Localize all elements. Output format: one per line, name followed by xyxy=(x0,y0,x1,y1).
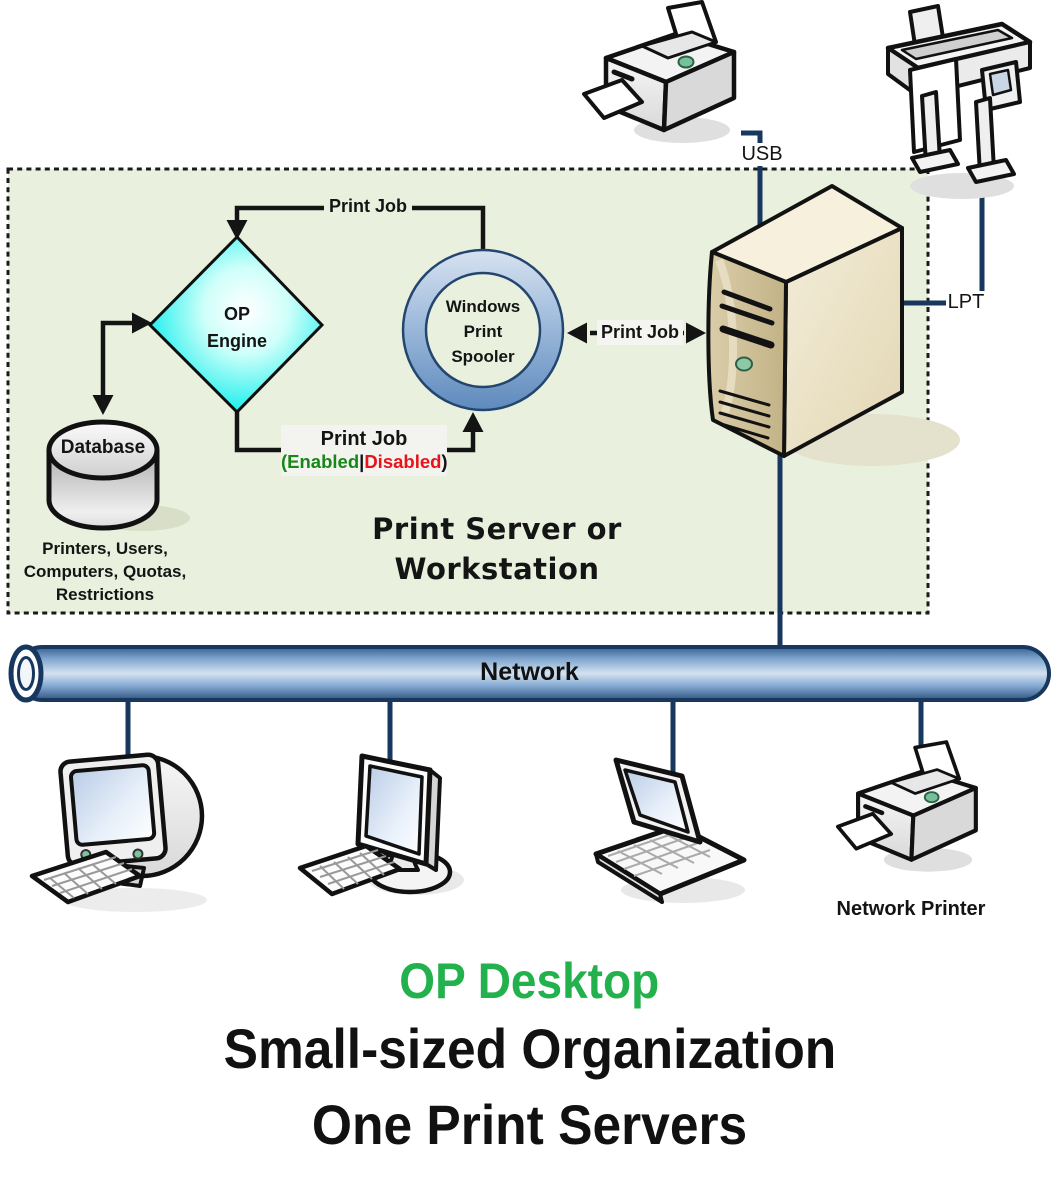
print-job-db-label: Print Job xyxy=(320,428,408,450)
caption-server-count-text: One Print Servers xyxy=(311,1093,748,1156)
network-pipe xyxy=(8,644,1051,703)
flow-arrowheads xyxy=(92,220,706,432)
spooler-ring-icon xyxy=(401,248,565,412)
database-contents-label: Printers, Users, Computers, Quotas, Rest… xyxy=(10,537,200,606)
caption-product: OP Desktop xyxy=(0,952,1059,1010)
desktop-lcd-icon xyxy=(297,753,464,897)
usb-port-label: USB xyxy=(740,143,784,166)
spooler-label: Windows Print Spooler xyxy=(433,294,533,369)
laptop-icon xyxy=(593,757,747,904)
network-label: Network xyxy=(480,658,579,686)
spooler-line2: Print xyxy=(463,322,503,341)
caption-product-text: OP Desktop xyxy=(399,953,660,1009)
network-printer-label: Network Printer xyxy=(836,898,986,920)
lpt-plotter-icon xyxy=(885,4,1033,199)
usb-cable xyxy=(741,130,763,232)
caption-org-size: Small-sized Organization xyxy=(0,1016,1059,1081)
print-job-state-label: Print Job (Enabled|Disabled) xyxy=(281,425,448,476)
print-server-box-title: Print Server or Workstation xyxy=(372,512,622,586)
lpt-port-label: LPT xyxy=(946,291,986,314)
op-engine-label: OP Engine xyxy=(187,301,287,355)
state-separator: | xyxy=(359,451,365,472)
spooler-line3: Spooler xyxy=(451,347,515,366)
usb-printer-icon xyxy=(584,2,734,143)
spooler-line1: Windows xyxy=(445,297,521,316)
op-engine-line1: OP xyxy=(223,304,250,324)
print-job-top-label: Print Job xyxy=(324,196,412,217)
caption-org-size-text: Small-sized Organization xyxy=(223,1017,836,1080)
state-disabled-text: Disabled xyxy=(364,451,442,472)
desktop-crt-icon xyxy=(29,752,207,912)
network-printer-icon xyxy=(838,742,976,872)
caption-server-count: One Print Servers xyxy=(0,1092,1059,1157)
print-job-server-label: Print Job xyxy=(597,320,683,345)
server-tower-icon xyxy=(706,184,960,466)
print-job-state-line: (Enabled|Disabled) xyxy=(281,451,448,473)
database-label: Database xyxy=(60,437,146,458)
op-engine-diamond xyxy=(147,234,325,415)
db-contents-line3: Restrictions xyxy=(55,585,155,604)
network-lines xyxy=(125,130,985,773)
op-engine-line2: Engine xyxy=(206,331,267,351)
state-enabled-text: (Enabled xyxy=(281,451,360,472)
database-cylinder-icon xyxy=(46,419,190,531)
db-contents-line1: Printers, Users, xyxy=(42,539,168,558)
state-close-paren: ) xyxy=(441,451,448,472)
db-contents-line2: Computers, Quotas, xyxy=(23,562,187,581)
